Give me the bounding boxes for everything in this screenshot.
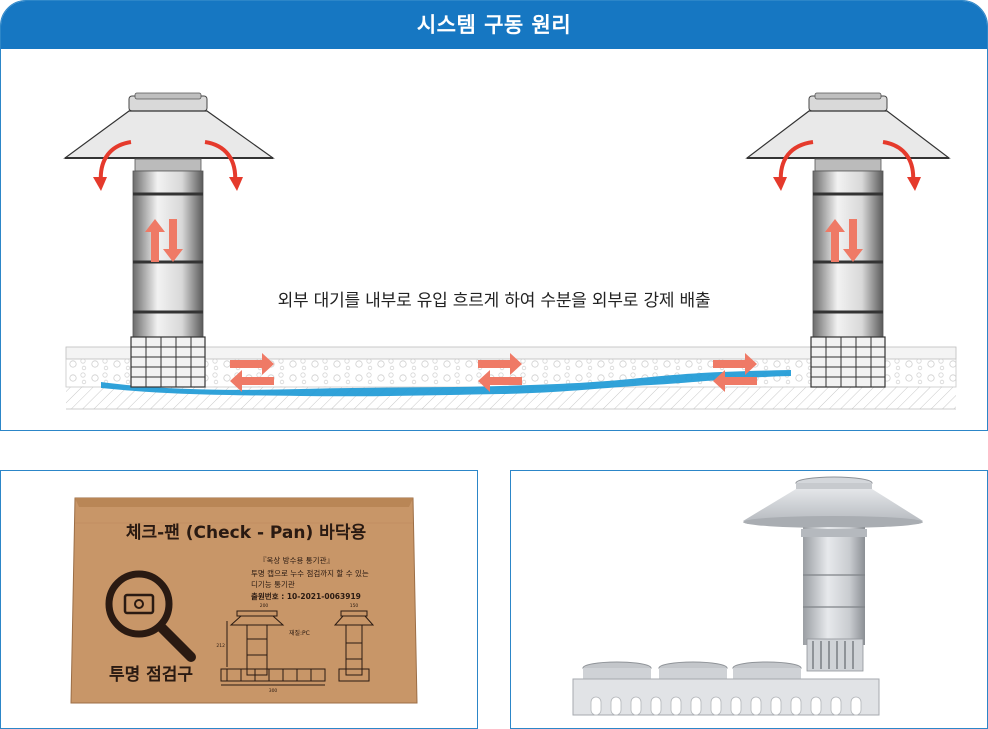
cardboard-box-svg: 체크-팬 (Check - Pan) 바닥용 『옥상 방수용 통기관』 투명 캡…	[70, 497, 418, 704]
box-dim-bottom: 300	[269, 688, 278, 694]
vent-right	[745, 92, 951, 388]
system-principle-panel: 시스템 구동 원리	[0, 0, 988, 431]
box-product-line: 『옥상 방수용 통기관』	[259, 555, 334, 565]
box-dim-top: 200	[260, 603, 269, 609]
flow-arrow-icon	[230, 353, 757, 392]
technical-drawing	[220, 610, 375, 686]
box-dim-side: 212	[216, 643, 225, 649]
box-material: 재질:PC	[289, 629, 310, 637]
magnifier-icon	[105, 570, 196, 662]
vent-product-svg	[572, 476, 923, 716]
box-inspect-label: 투명 점검구	[109, 665, 193, 685]
product-photo	[510, 470, 988, 729]
water-flow	[101, 370, 791, 397]
diagram-svg	[63, 92, 957, 410]
box-title: 체크-팬 (Check - Pan) 바닥용	[126, 523, 367, 543]
diagram-caption: 외부 대기를 내부로 유입 흐르게 하여 수분을 외부로 강제 배출	[277, 291, 711, 311]
panel-title: 시스템 구동 원리	[1, 1, 987, 49]
vent-left	[63, 92, 275, 388]
product-box-photo: 체크-팬 (Check - Pan) 바닥용 『옥상 방수용 통기관』 투명 캡…	[0, 470, 478, 729]
box-desc-line1: 투명 캡으로 누수 점검까지 할 수 있는	[251, 568, 369, 578]
box-desc-line2: 디기능 통기관	[251, 579, 295, 589]
box-dim-small: 150	[350, 603, 359, 609]
ventilation-diagram: 외부 대기를 내부로 유입 흐르게 하여 수분을 외부로 강제 배출	[1, 49, 987, 430]
box-patent-number: 출원번호 : 10-2021-0063919	[251, 591, 361, 601]
